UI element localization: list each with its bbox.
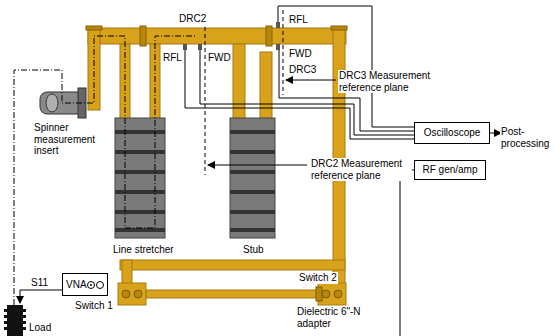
cable: [185, 6, 414, 336]
reference-plane: [283, 10, 284, 95]
part-label: Switch 2: [298, 272, 338, 284]
part-label: Switch 1: [74, 300, 114, 312]
part-label: FWD: [207, 52, 232, 64]
part-label: Stub: [242, 244, 265, 256]
part-label: DRC3: [288, 64, 317, 76]
part-label: Dielectric 6"-N adapter: [296, 306, 398, 329]
signal-path: [14, 36, 195, 305]
stub-tuner: [230, 118, 275, 238]
part-label: Spinner measurement insert: [33, 122, 99, 157]
load-symbol: [7, 305, 23, 336]
switch-symbol: [118, 283, 146, 305]
reference-plane: [205, 27, 206, 175]
vna-box: VNA: [62, 273, 108, 296]
box-label: Oscilloscope: [424, 127, 481, 139]
box-label: VNA: [66, 279, 87, 291]
vna-cable: [20, 290, 62, 303]
leader-arrow: [286, 80, 336, 81]
part-label: S11: [30, 277, 49, 289]
part-label: RFL: [162, 52, 183, 64]
box-label: RF gen/amp: [422, 164, 477, 176]
part-label: RFL: [288, 14, 309, 26]
part-label: Post-processing: [500, 126, 556, 149]
part-label: Line stretcher: [112, 244, 175, 256]
part-label: Load: [28, 322, 52, 334]
part-label: DRC2: [178, 13, 207, 25]
waveguide: [88, 28, 346, 298]
part-label: DRC3 Measurement reference plane: [338, 70, 440, 93]
leader-arrow: [208, 165, 307, 166]
instrument-box: Oscilloscope: [414, 122, 490, 144]
part-label: DRC2 Measurement reference plane: [310, 158, 412, 181]
part-label: FWD: [288, 48, 313, 60]
instrument-box: RF gen/amp: [414, 160, 486, 180]
line-stretcher: [115, 118, 165, 238]
